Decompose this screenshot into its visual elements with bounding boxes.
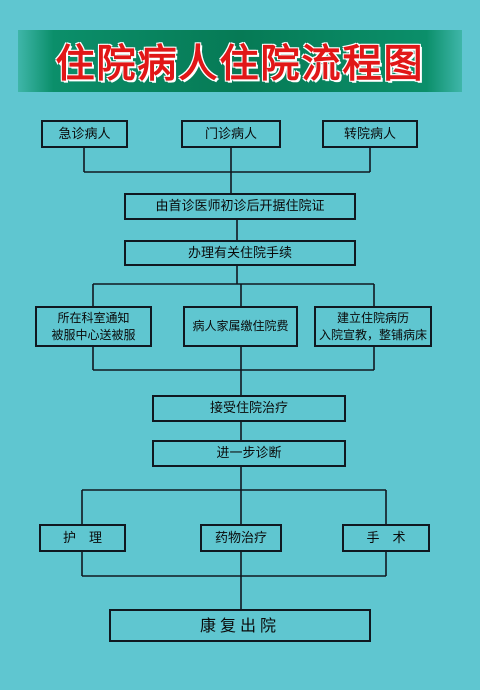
nursing-node: 护 理: [39, 524, 126, 552]
page-title: 住院病人住院流程图: [55, 42, 425, 87]
surgery-node: 手 术: [342, 524, 430, 552]
bedding-notification-node: 所在科室通知被服中心送被服: [35, 306, 152, 347]
transfer-patient-node: 转院病人: [322, 120, 418, 148]
admission-procedures-node: 办理有关住院手续: [124, 240, 356, 266]
hospital-treatment-node: 接受住院治疗: [152, 395, 346, 422]
further-diagnosis-node: 进一步诊断: [152, 440, 346, 467]
fee-payment-node: 病人家属缴住院费: [183, 306, 298, 347]
admission-certificate-node: 由首诊医师初诊后开据住院证: [124, 193, 356, 220]
medication-node: 药物治疗: [200, 524, 282, 552]
discharge-node: 康复出院: [109, 609, 371, 642]
medical-record-node: 建立住院病历入院宣教，整铺病床: [314, 306, 432, 347]
outpatient-node: 门诊病人: [181, 120, 281, 148]
emergency-patient-node: 急诊病人: [41, 120, 128, 148]
title-banner: [18, 30, 462, 92]
